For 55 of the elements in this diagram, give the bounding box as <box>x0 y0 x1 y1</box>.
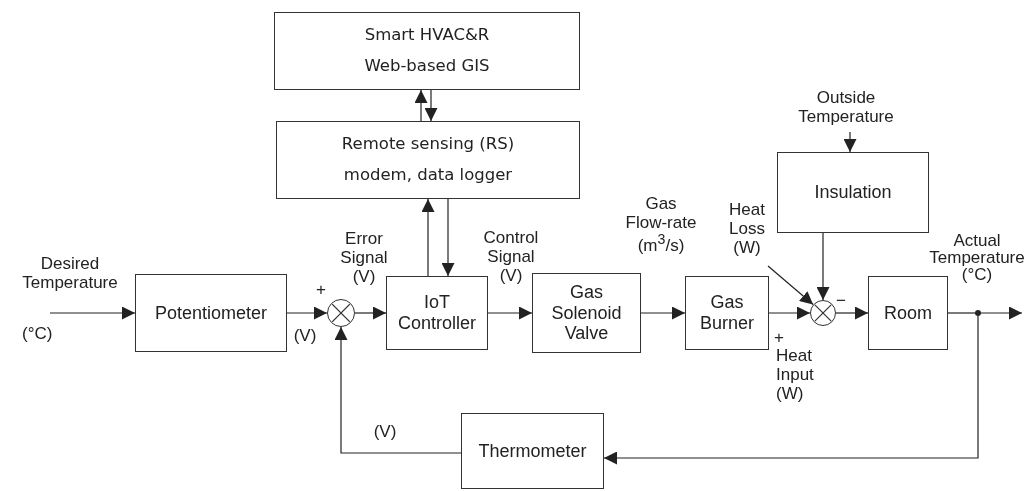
arrow <box>424 89 438 122</box>
block-label: Smart HVAC&R <box>364 26 490 45</box>
arrow <box>49 306 136 320</box>
block-label: Potentiometer <box>154 302 268 324</box>
arrow <box>816 232 830 301</box>
arrow <box>767 265 814 306</box>
arrow <box>980 306 1023 320</box>
block-label: Room <box>884 302 932 324</box>
block-box <box>868 276 948 350</box>
arrow <box>354 306 387 320</box>
block-label: Insulation <box>814 182 892 203</box>
arrow <box>441 198 455 277</box>
block-label: Web-based GIS <box>364 57 490 76</box>
signal-label: + <box>315 280 327 300</box>
signal-label: (V) <box>292 326 318 346</box>
connector-line <box>947 312 976 314</box>
block-label: Thermometer <box>478 440 587 462</box>
block-box <box>276 121 580 199</box>
block-label: IoT Controller <box>397 292 477 334</box>
signal-label: Error Signal (V) <box>339 229 389 287</box>
signal-label: Outside Temperature <box>776 88 916 127</box>
arrow <box>768 306 811 320</box>
arrow <box>640 306 686 320</box>
block-box <box>777 152 929 233</box>
arrow <box>603 315 979 465</box>
block-label: Gas Burner <box>699 292 755 334</box>
arrow <box>421 198 435 277</box>
summing-junction <box>810 300 836 326</box>
block-box <box>461 413 604 489</box>
block-box <box>274 12 580 90</box>
block-box <box>386 276 488 350</box>
block-box <box>685 276 769 350</box>
block-box <box>532 273 641 353</box>
signal-label: Desired Temperature <box>8 254 132 293</box>
signal-label: − <box>835 291 847 311</box>
arrow <box>487 306 533 320</box>
arrow <box>334 326 462 454</box>
signal-label: Gas Flow-rate (m$^{3}$/s) <box>624 194 698 255</box>
block-label: Remote sensing (RS) <box>341 135 515 154</box>
arrow <box>835 306 869 320</box>
junction-dot <box>975 310 981 316</box>
signal-label: (V) <box>372 422 398 442</box>
signal-label: + <box>773 328 785 348</box>
block-label: Gas Solenoid Valve <box>550 281 623 345</box>
signal-label: Heat Loss (W) <box>716 200 778 258</box>
signal-label: Heat Input (W) <box>776 346 815 404</box>
signal-label: Actual Temperature (°C) <box>928 232 1026 283</box>
block-label: modem, data logger <box>343 166 513 185</box>
arrow <box>414 89 428 122</box>
block-box <box>135 274 287 352</box>
arrow <box>286 306 328 320</box>
unit-label: (°C) <box>22 324 53 344</box>
signal-label: Control Signal (V) <box>482 228 540 286</box>
summing-junction <box>327 299 355 327</box>
arrow <box>843 131 857 153</box>
